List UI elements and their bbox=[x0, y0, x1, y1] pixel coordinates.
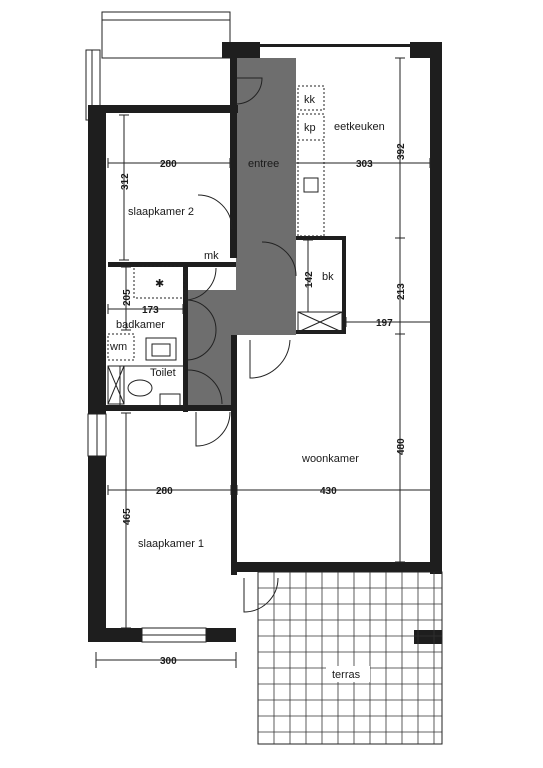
balcony-top bbox=[85, 11, 231, 121]
room-labels: entree eetkeuken slaapkamer 2 slaapkamer… bbox=[109, 94, 385, 681]
dimension-labels: 280 312 303 392 205 173 142 213 197 280 … bbox=[120, 143, 407, 667]
dim-sk1-height: 465 bbox=[122, 508, 133, 525]
dim-living-width: 430 bbox=[320, 486, 337, 497]
doors bbox=[185, 77, 297, 613]
exterior-walls bbox=[88, 42, 442, 644]
dim-kitchen-width: 303 bbox=[356, 159, 373, 170]
terrace-label-backing bbox=[326, 666, 370, 682]
label-kp: kp bbox=[304, 122, 316, 134]
label-wm: wm bbox=[109, 341, 127, 353]
dim-kitchen-height: 392 bbox=[396, 143, 407, 160]
dim-bath-height: 205 bbox=[122, 289, 133, 306]
dimension-lines bbox=[95, 57, 431, 668]
label-badkamer: badkamer bbox=[116, 319, 165, 331]
dim-sk1-width: 280 bbox=[156, 486, 173, 497]
label-terras: terras bbox=[332, 669, 361, 681]
dim-sk2-height: 312 bbox=[120, 173, 131, 190]
dim-bottom-width: 300 bbox=[160, 656, 177, 667]
dim-living-height: 480 bbox=[396, 438, 407, 455]
dim-mid-width: 197 bbox=[376, 318, 393, 329]
svg-text:✱: ✱ bbox=[155, 278, 164, 290]
label-slaapkamer-2: slaapkamer 2 bbox=[128, 206, 194, 218]
bathroom-fixtures: ✱ bbox=[107, 265, 185, 407]
label-toilet: Toilet bbox=[150, 367, 176, 379]
label-kk: kk bbox=[304, 94, 316, 106]
label-entree: entree bbox=[248, 158, 279, 170]
dim-bath-width: 173 bbox=[142, 305, 159, 316]
terrace bbox=[257, 571, 443, 745]
dim-bk-height: 142 bbox=[304, 271, 315, 288]
label-eetkeuken: eetkeuken bbox=[334, 121, 385, 133]
dim-sk2-width: 280 bbox=[160, 159, 177, 170]
terrace-frame bbox=[257, 571, 443, 745]
kitchen-units bbox=[297, 85, 343, 333]
label-mk: mk bbox=[204, 250, 219, 262]
label-bk: bk bbox=[322, 271, 334, 283]
dim-mid-height: 213 bbox=[396, 283, 407, 300]
windows bbox=[87, 413, 207, 643]
label-woonkamer: woonkamer bbox=[301, 453, 359, 465]
label-slaapkamer-1: slaapkamer 1 bbox=[138, 538, 204, 550]
